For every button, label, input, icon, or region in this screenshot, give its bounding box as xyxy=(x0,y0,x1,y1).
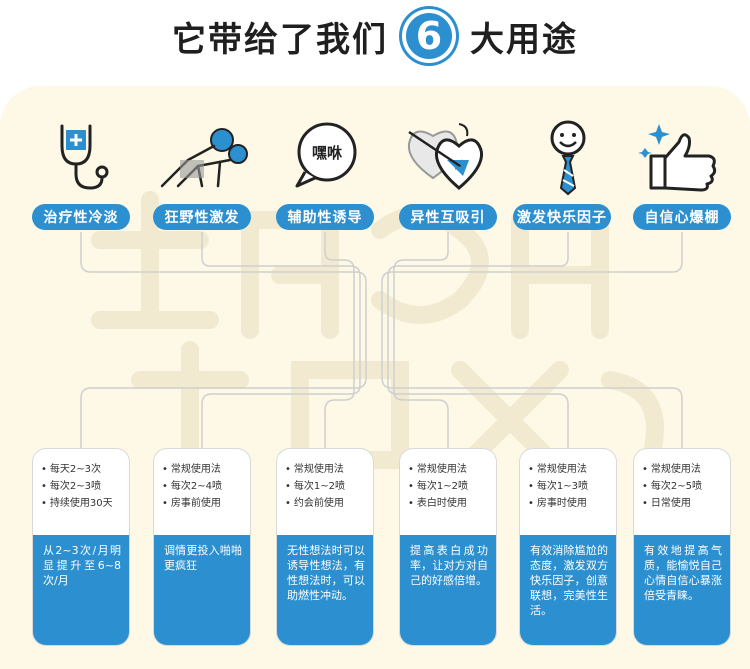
thumbs-up-icon xyxy=(637,116,727,196)
card-description: 有效消除尴尬的态度，激发双方快乐因子，创意联想，完美性生活。 xyxy=(520,535,616,645)
usage-list: 常规使用法 每次1~2喷 表白时使用 xyxy=(400,449,496,531)
label-pill-2: 狂野性激发 xyxy=(153,204,251,230)
usage-card-2: 常规使用法 每次2~4喷 房事前使用 调情更投入啪啪更疯狂 xyxy=(153,448,251,646)
title-text-before: 它带给了我们 xyxy=(172,19,388,60)
usage-item: 常规使用法 xyxy=(162,461,246,478)
card-description: 调情更投入啪啪更疯狂 xyxy=(154,535,250,645)
card-description: 从2~3次/月明显提升至6~8次/月 xyxy=(33,535,129,645)
usage-card-3: 常规使用法 每次1~2喷 约会前使用 无性想法时可以诱导性想法，有性想法时，可以… xyxy=(276,448,374,646)
usage-item: 每次1~3喷 xyxy=(528,478,612,495)
page-title: 它带给了我们 6 大用途 xyxy=(0,8,750,64)
card-description: 提高表白成功率，让对方对自己的好感倍增。 xyxy=(400,535,496,645)
usage-card-4: 常规使用法 每次1~2喷 表白时使用 提高表白成功率，让对方对自己的好感倍增。 xyxy=(399,448,497,646)
label-pill-4: 异性互吸引 xyxy=(399,204,497,230)
usage-item: 每天2~3次 xyxy=(41,461,125,478)
usage-item: 常规使用法 xyxy=(285,461,369,478)
card-description: 有效地提高气质，能愉悦自己心情自信心暴涨倍受青睐。 xyxy=(634,535,730,645)
label-pill-6: 自信心爆棚 xyxy=(633,204,731,230)
usage-item: 常规使用法 xyxy=(642,461,726,478)
usage-item: 房事前使用 xyxy=(162,495,246,512)
usage-item: 表白时使用 xyxy=(408,495,492,512)
usage-item: 每次2~5喷 xyxy=(642,478,726,495)
usage-item: 房事时使用 xyxy=(528,495,612,512)
usage-card-6: 常规使用法 每次2~5喷 日常使用 有效地提高气质，能愉悦自己心情自信心暴涨倍受… xyxy=(633,448,731,646)
usage-item: 持续使用30天 xyxy=(41,495,125,512)
usage-card-1: 每天2~3次 每次2~3喷 持续使用30天 从2~3次/月明显提升至6~8次/月 xyxy=(32,448,130,646)
usage-item: 每次1~2喷 xyxy=(408,478,492,495)
speech-bubble-text: 嘿咻 xyxy=(312,144,343,162)
title-text-after: 大用途 xyxy=(470,19,578,60)
usage-item: 每次1~2喷 xyxy=(285,478,369,495)
usage-list: 常规使用法 每次2~5喷 日常使用 xyxy=(634,449,730,531)
usage-card-5: 常规使用法 每次1~3喷 房事时使用 有效消除尴尬的态度，激发双方快乐因子，创意… xyxy=(519,448,617,646)
usage-item: 日常使用 xyxy=(642,495,726,512)
speech-bubble-icon: 嘿咻 xyxy=(281,116,371,196)
usage-list: 每天2~3次 每次2~3喷 持续使用30天 xyxy=(33,449,129,531)
usage-item: 常规使用法 xyxy=(408,461,492,478)
usage-item: 每次2~4喷 xyxy=(162,478,246,495)
stethoscope-icon xyxy=(36,116,126,196)
label-pill-3: 辅助性诱导 xyxy=(276,204,374,230)
usage-list: 常规使用法 每次1~2喷 约会前使用 xyxy=(277,449,373,531)
usage-list: 常规使用法 每次1~3喷 房事时使用 xyxy=(520,449,616,531)
title-number-badge: 6 xyxy=(402,9,456,63)
couple-icon xyxy=(158,116,248,196)
heart-arrow-icon xyxy=(403,116,493,196)
usage-item: 约会前使用 xyxy=(285,495,369,512)
usage-list: 常规使用法 每次2~4喷 房事前使用 xyxy=(154,449,250,531)
label-pill-1: 治疗性冷淡 xyxy=(32,204,130,230)
usage-item: 常规使用法 xyxy=(528,461,612,478)
smiley-tie-icon xyxy=(523,116,613,196)
usage-item: 每次2~3喷 xyxy=(41,478,125,495)
card-description: 无性想法时可以诱导性想法，有性想法时，可以助燃性冲动。 xyxy=(277,535,373,645)
label-pill-5: 激发快乐因子 xyxy=(513,204,611,230)
